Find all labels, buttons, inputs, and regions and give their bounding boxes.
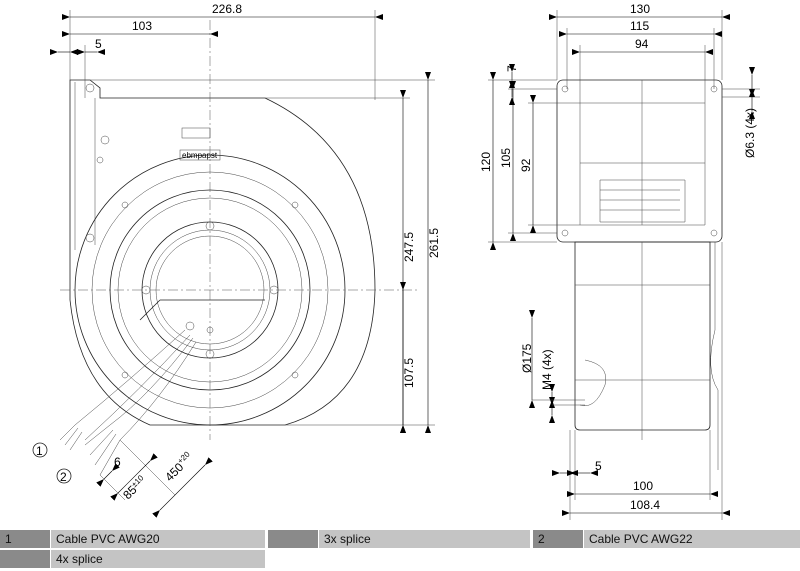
dim-split-length: 85±10 [120,473,149,502]
side-view: 130 115 94 7 120 105 92 Ø6.3 (4x) Ø175 M… [479,2,760,520]
legend-text: Cable PVC AWG22 [584,530,800,548]
motor-body [574,241,711,431]
dim-thread: M4 (4x) [540,349,554,390]
technical-drawing: ebmpapst 1 2 226.8 103 5 261.5 247.5 107… [32,2,760,520]
dim-center-height: 107.5 [402,358,416,388]
dim-opening-width: 94 [635,37,649,51]
dim-opening-height: 92 [519,158,533,172]
dim-hole-edge: 7 [505,65,519,72]
front-view: ebmpapst 1 2 226.8 103 5 261.5 247.5 107… [32,2,441,518]
brand-label: ebmpapst [182,151,218,160]
dim-flange-offset: 5 [95,37,102,51]
housing-outline [69,79,376,426]
dim-flange-width: 130 [630,2,650,16]
dim-strip-length: 6 [114,455,121,469]
dim-depth-offset: 5 [595,459,602,473]
dim-hole-diameter: Ø6.3 (4x) [743,108,757,158]
dim-body-depth: 100 [633,479,653,493]
callout-1: 1 [36,444,43,458]
flange-outline [556,79,723,243]
dim-overall-width: 226.8 [212,2,242,16]
dim-center-offset: 103 [132,19,152,33]
dim-hole-spacing-w: 115 [630,19,649,33]
dim-height-to-outlet: 247.5 [402,232,416,262]
dim-flange-height: 120 [479,152,493,172]
dim-overall-height: 261.5 [427,228,441,258]
dim-hole-spacing-h: 105 [499,148,513,168]
legend-key [0,550,50,568]
legend-text: 4x splice [51,550,265,568]
callout-2: 2 [60,470,67,484]
legend-text: 3x splice [319,530,530,548]
legend-text: Cable PVC AWG20 [51,530,265,548]
legend-key: 2 [533,530,583,548]
legend-key: 1 [0,530,50,548]
legend-key [268,530,318,548]
dim-overall-depth: 108.4 [630,498,660,512]
dim-bolt-circle: Ø175 [520,343,534,373]
